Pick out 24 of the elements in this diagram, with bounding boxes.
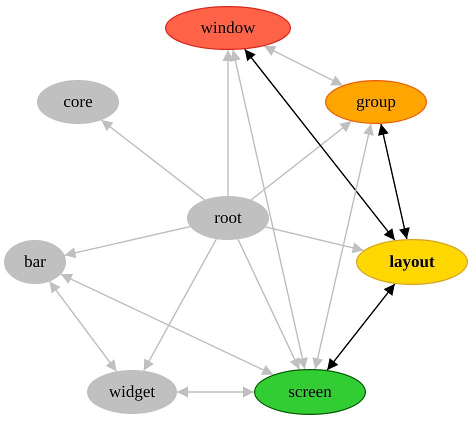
- node-label: root: [214, 208, 242, 228]
- node-label: screen: [288, 382, 332, 402]
- node-label: bar: [24, 252, 46, 272]
- arrow: [378, 124, 410, 240]
- arrow: [100, 120, 206, 200]
- arrow: [326, 283, 396, 371]
- node-label: core: [63, 92, 93, 112]
- arrow: [48, 281, 118, 372]
- arrow: [230, 50, 308, 370]
- arrow: [265, 226, 364, 254]
- node-label: layout: [389, 252, 435, 272]
- node-label: group: [356, 92, 396, 112]
- arrow: [60, 274, 274, 376]
- arrow: [264, 45, 343, 86]
- arrow: [250, 120, 352, 200]
- arrow: [177, 386, 254, 398]
- arrow: [222, 50, 234, 196]
- node-label: window: [200, 18, 256, 38]
- arrow: [244, 48, 396, 241]
- arrow: [64, 226, 190, 258]
- arrow: [143, 238, 217, 372]
- arrow: [237, 239, 300, 370]
- node-label: widget: [108, 382, 156, 402]
- arrow: [312, 124, 374, 370]
